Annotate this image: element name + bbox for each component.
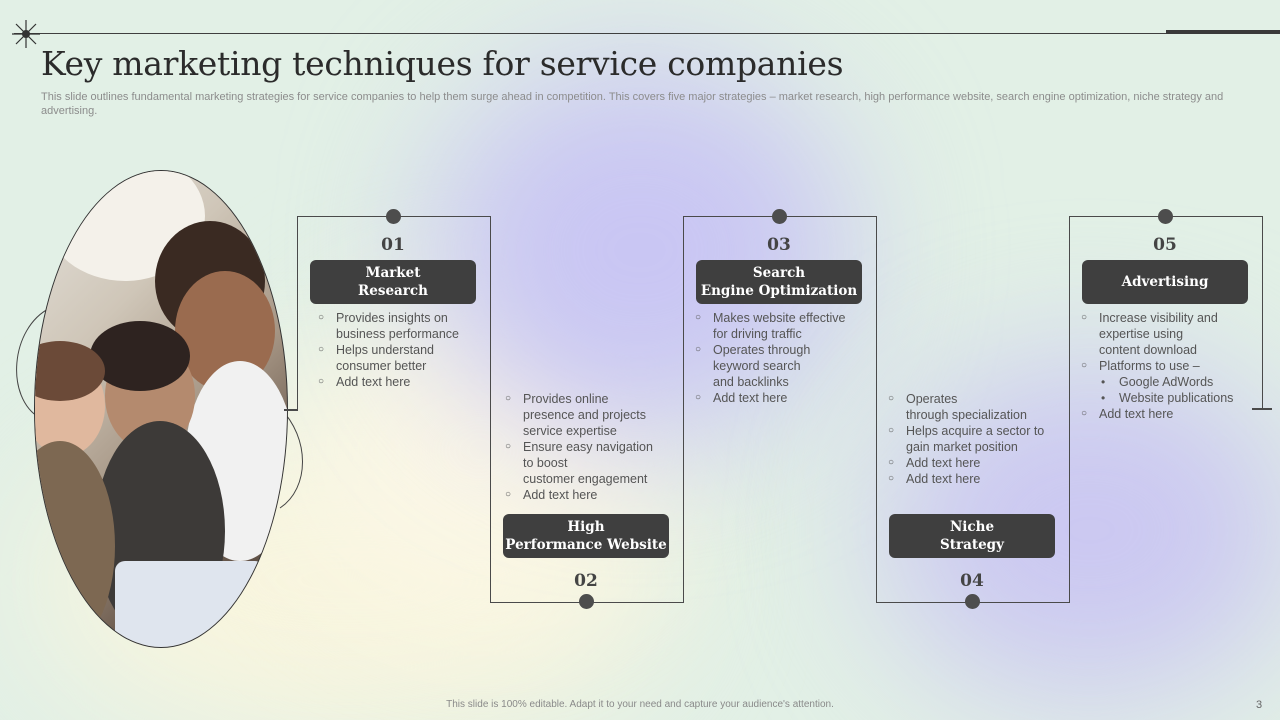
step-2-dot [579,594,594,609]
step-5-label: Advertising [1082,260,1248,304]
list-item: Add text here [318,374,488,390]
step-1-number: 01 [381,235,405,255]
step-1-connector [284,409,298,411]
step-4-number: 04 [960,571,984,591]
list-item: Provides insights on business performanc… [318,310,488,342]
page-number: 3 [1256,699,1263,711]
step-5-points: Increase visibility and expertise using … [1081,310,1261,422]
photo-outline-decoration [16,307,303,509]
list-item: Add text here [505,487,680,503]
list-item: Website publications [1081,390,1261,406]
list-item: Helps understand consumer better [318,342,488,374]
page-title: Key marketing techniques for service com… [41,44,844,83]
team-photo [10,168,310,653]
step-2-points: Provides online presence and projects se… [505,391,680,503]
step-3-label: Search Engine Optimization [696,260,862,304]
step-3-number: 03 [767,235,791,255]
list-item: Operates through keyword search and back… [695,342,870,390]
footer-note: This slide is 100% editable. Adapt it to… [446,699,834,710]
list-item: Add text here [695,390,870,406]
step-2-label: High Performance Website [503,514,669,558]
list-item: Add text here [888,471,1068,487]
list-item: Add text here [888,455,1068,471]
step-4-points: Operates through specialization Helps ac… [888,391,1068,487]
page-subtitle: This slide outlines fundamental marketin… [41,91,1224,117]
step-5-number: 05 [1153,235,1177,255]
step-4-label: Niche Strategy [889,514,1055,558]
list-item: content download [1099,343,1197,357]
step-2-number: 02 [574,571,598,591]
step-3-points: Makes website effective for driving traf… [695,310,870,406]
list-item: Google AdWords [1081,374,1261,390]
step-5-dot [1158,209,1173,224]
step-1-label: Market Research [310,260,476,304]
header-rule [14,33,1280,34]
step-5-connector [1252,408,1272,410]
list-item: Add text here [1081,406,1261,422]
list-item: Helps acquire a sector to gain market po… [888,423,1068,455]
step-3-dot [772,209,787,224]
step-1-points: Provides insights on business performanc… [318,310,488,390]
step-4-dot [965,594,980,609]
star-burst-icon [12,20,40,48]
list-item: Makes website effective for driving traf… [695,310,870,342]
list-item: Increase visibility and expertise using [1081,310,1261,342]
list-item: Platforms to use – [1081,358,1261,374]
list-item: Operates through specialization [888,391,1068,423]
list-item: Provides online presence and projects se… [505,391,680,439]
step-1-dot [386,209,401,224]
header-accent-bar [1166,30,1280,34]
list-item: Ensure easy navigation to boost customer… [505,439,680,487]
